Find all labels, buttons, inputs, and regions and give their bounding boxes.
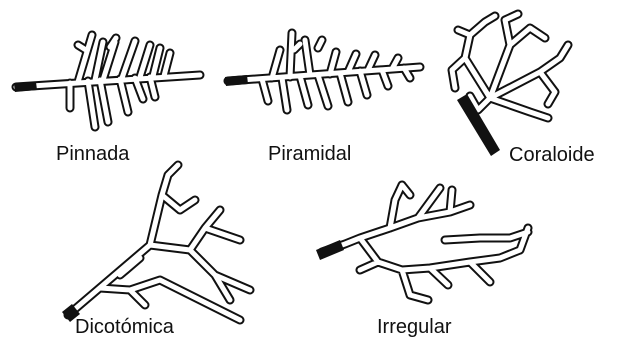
pinnada-drawing bbox=[14, 35, 200, 127]
figure-pinnada: Pinnada bbox=[14, 35, 200, 165]
label-piramidal: Piramidal bbox=[268, 143, 351, 165]
label-pinnada: Pinnada bbox=[56, 143, 130, 165]
figure-irregular: Irregular bbox=[316, 185, 528, 338]
label-dicotomica: Dicotómica bbox=[75, 316, 175, 338]
figure-dicotomica: Dicotómica bbox=[62, 165, 250, 338]
label-irregular: Irregular bbox=[377, 316, 452, 338]
figure-coraloide: Coraloide bbox=[452, 14, 595, 166]
label-coraloide: Coraloide bbox=[509, 144, 595, 166]
dicotomica-drawing bbox=[62, 165, 250, 322]
piramidal-drawing bbox=[225, 33, 420, 110]
figure-piramidal: Piramidal bbox=[225, 33, 420, 165]
irregular-drawing bbox=[316, 185, 528, 300]
coraloide-drawing bbox=[452, 14, 568, 156]
